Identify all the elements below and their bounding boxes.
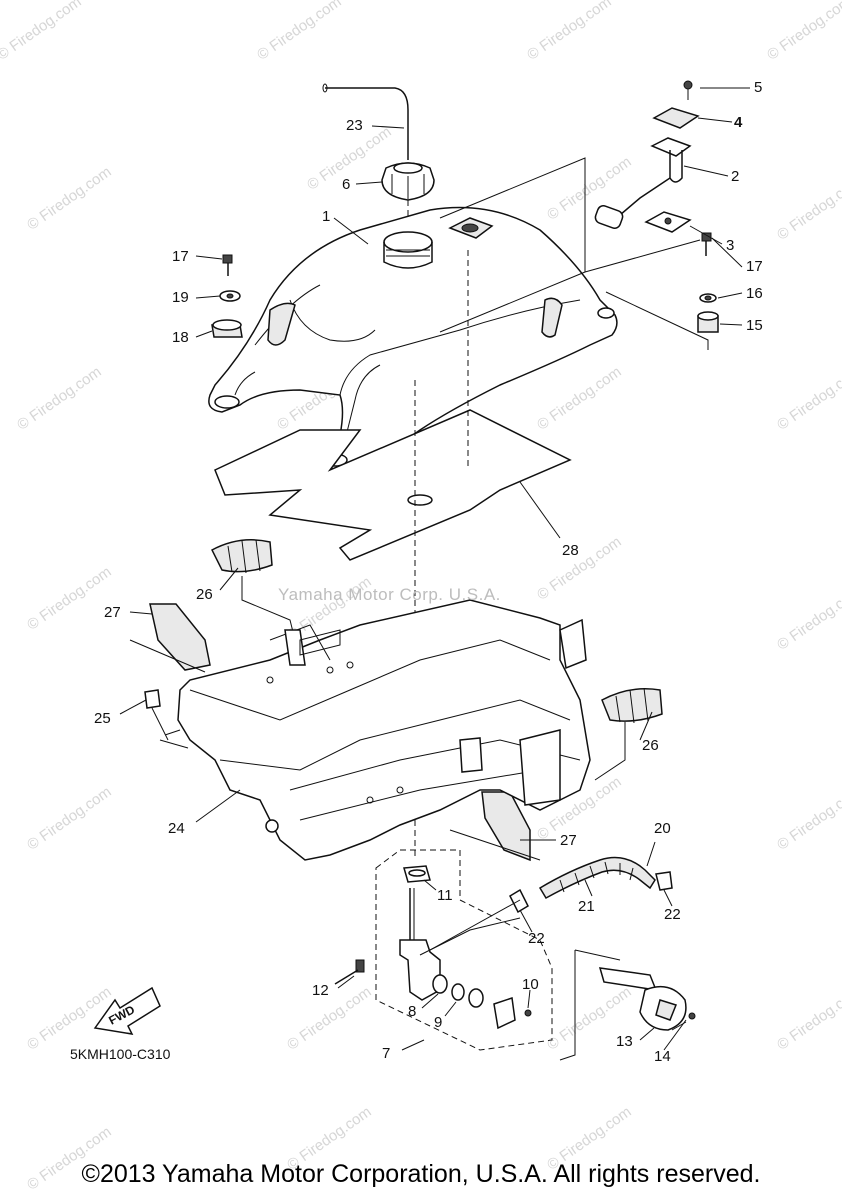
leader-lines: [119, 87, 750, 1051]
callout-26-left: 26: [196, 586, 213, 603]
callout-6: 6: [342, 176, 351, 193]
diagram-code: 5KMH100-C310: [70, 1046, 171, 1062]
callout-10: 10: [522, 976, 539, 993]
callout-9: 9: [434, 1014, 443, 1031]
callout-11: 11: [437, 887, 453, 904]
callout-18: 18: [172, 329, 189, 346]
callout-5: 5: [754, 79, 763, 96]
callout-16: 16: [746, 285, 763, 302]
callout-7: 7: [382, 1045, 391, 1062]
callout-24: 24: [168, 820, 185, 837]
callout-17-left: 17: [172, 248, 189, 265]
damper-26-right: [594, 687, 663, 781]
callout-26-right: 26: [642, 737, 659, 754]
callout-3: 3: [726, 237, 735, 254]
fuel-tank-1: [208, 206, 618, 472]
callout-13: 13: [616, 1033, 633, 1050]
fuel-sender-lead-23: [322, 83, 409, 160]
callout-23: 23: [346, 117, 363, 134]
callout-4: 4: [734, 114, 743, 131]
callout-22-left: 22: [528, 930, 545, 947]
callout-17-right: 17: [746, 258, 763, 275]
right-mount-hardware: [697, 232, 719, 333]
callout-1: 1: [322, 208, 331, 225]
callout-8: 8: [408, 1003, 417, 1020]
callout-22-right: 22: [664, 906, 681, 923]
copyright-notice: ©2013 Yamaha Motor Corporation, U.S.A. A…: [81, 1160, 761, 1188]
callout-15: 15: [746, 317, 763, 334]
protector-27-left: [129, 603, 211, 673]
callout-19: 19: [172, 289, 189, 306]
callout-21: 21: [578, 898, 595, 915]
callout-14: 14: [654, 1048, 671, 1065]
damper-26-left: [211, 539, 296, 641]
fuel-sender-assembly: [439, 80, 709, 350]
callout-28: 28: [562, 542, 579, 559]
fuel-hose-21: [429, 856, 673, 951]
callout-27-left: 27: [104, 604, 121, 621]
callout-25: 25: [94, 710, 111, 727]
callout-12: 12: [312, 982, 329, 999]
fuel-cock-lever-13: [559, 949, 696, 1061]
callout-20: 20: [654, 820, 671, 837]
clip-25: [144, 689, 169, 741]
fwd-arrow-icon: [93, 986, 161, 1035]
callout-27-right: 27: [560, 832, 577, 849]
fuel-cock-assembly-7: [334, 849, 553, 1051]
fuel-cap-6: [381, 162, 435, 232]
corp-watermark: Yamaha Motor Corp. U.S.A.: [278, 585, 501, 604]
callout-2: 2: [731, 168, 740, 185]
tank-bracket-24: [159, 599, 591, 861]
tank-pad-28: [214, 409, 572, 561]
